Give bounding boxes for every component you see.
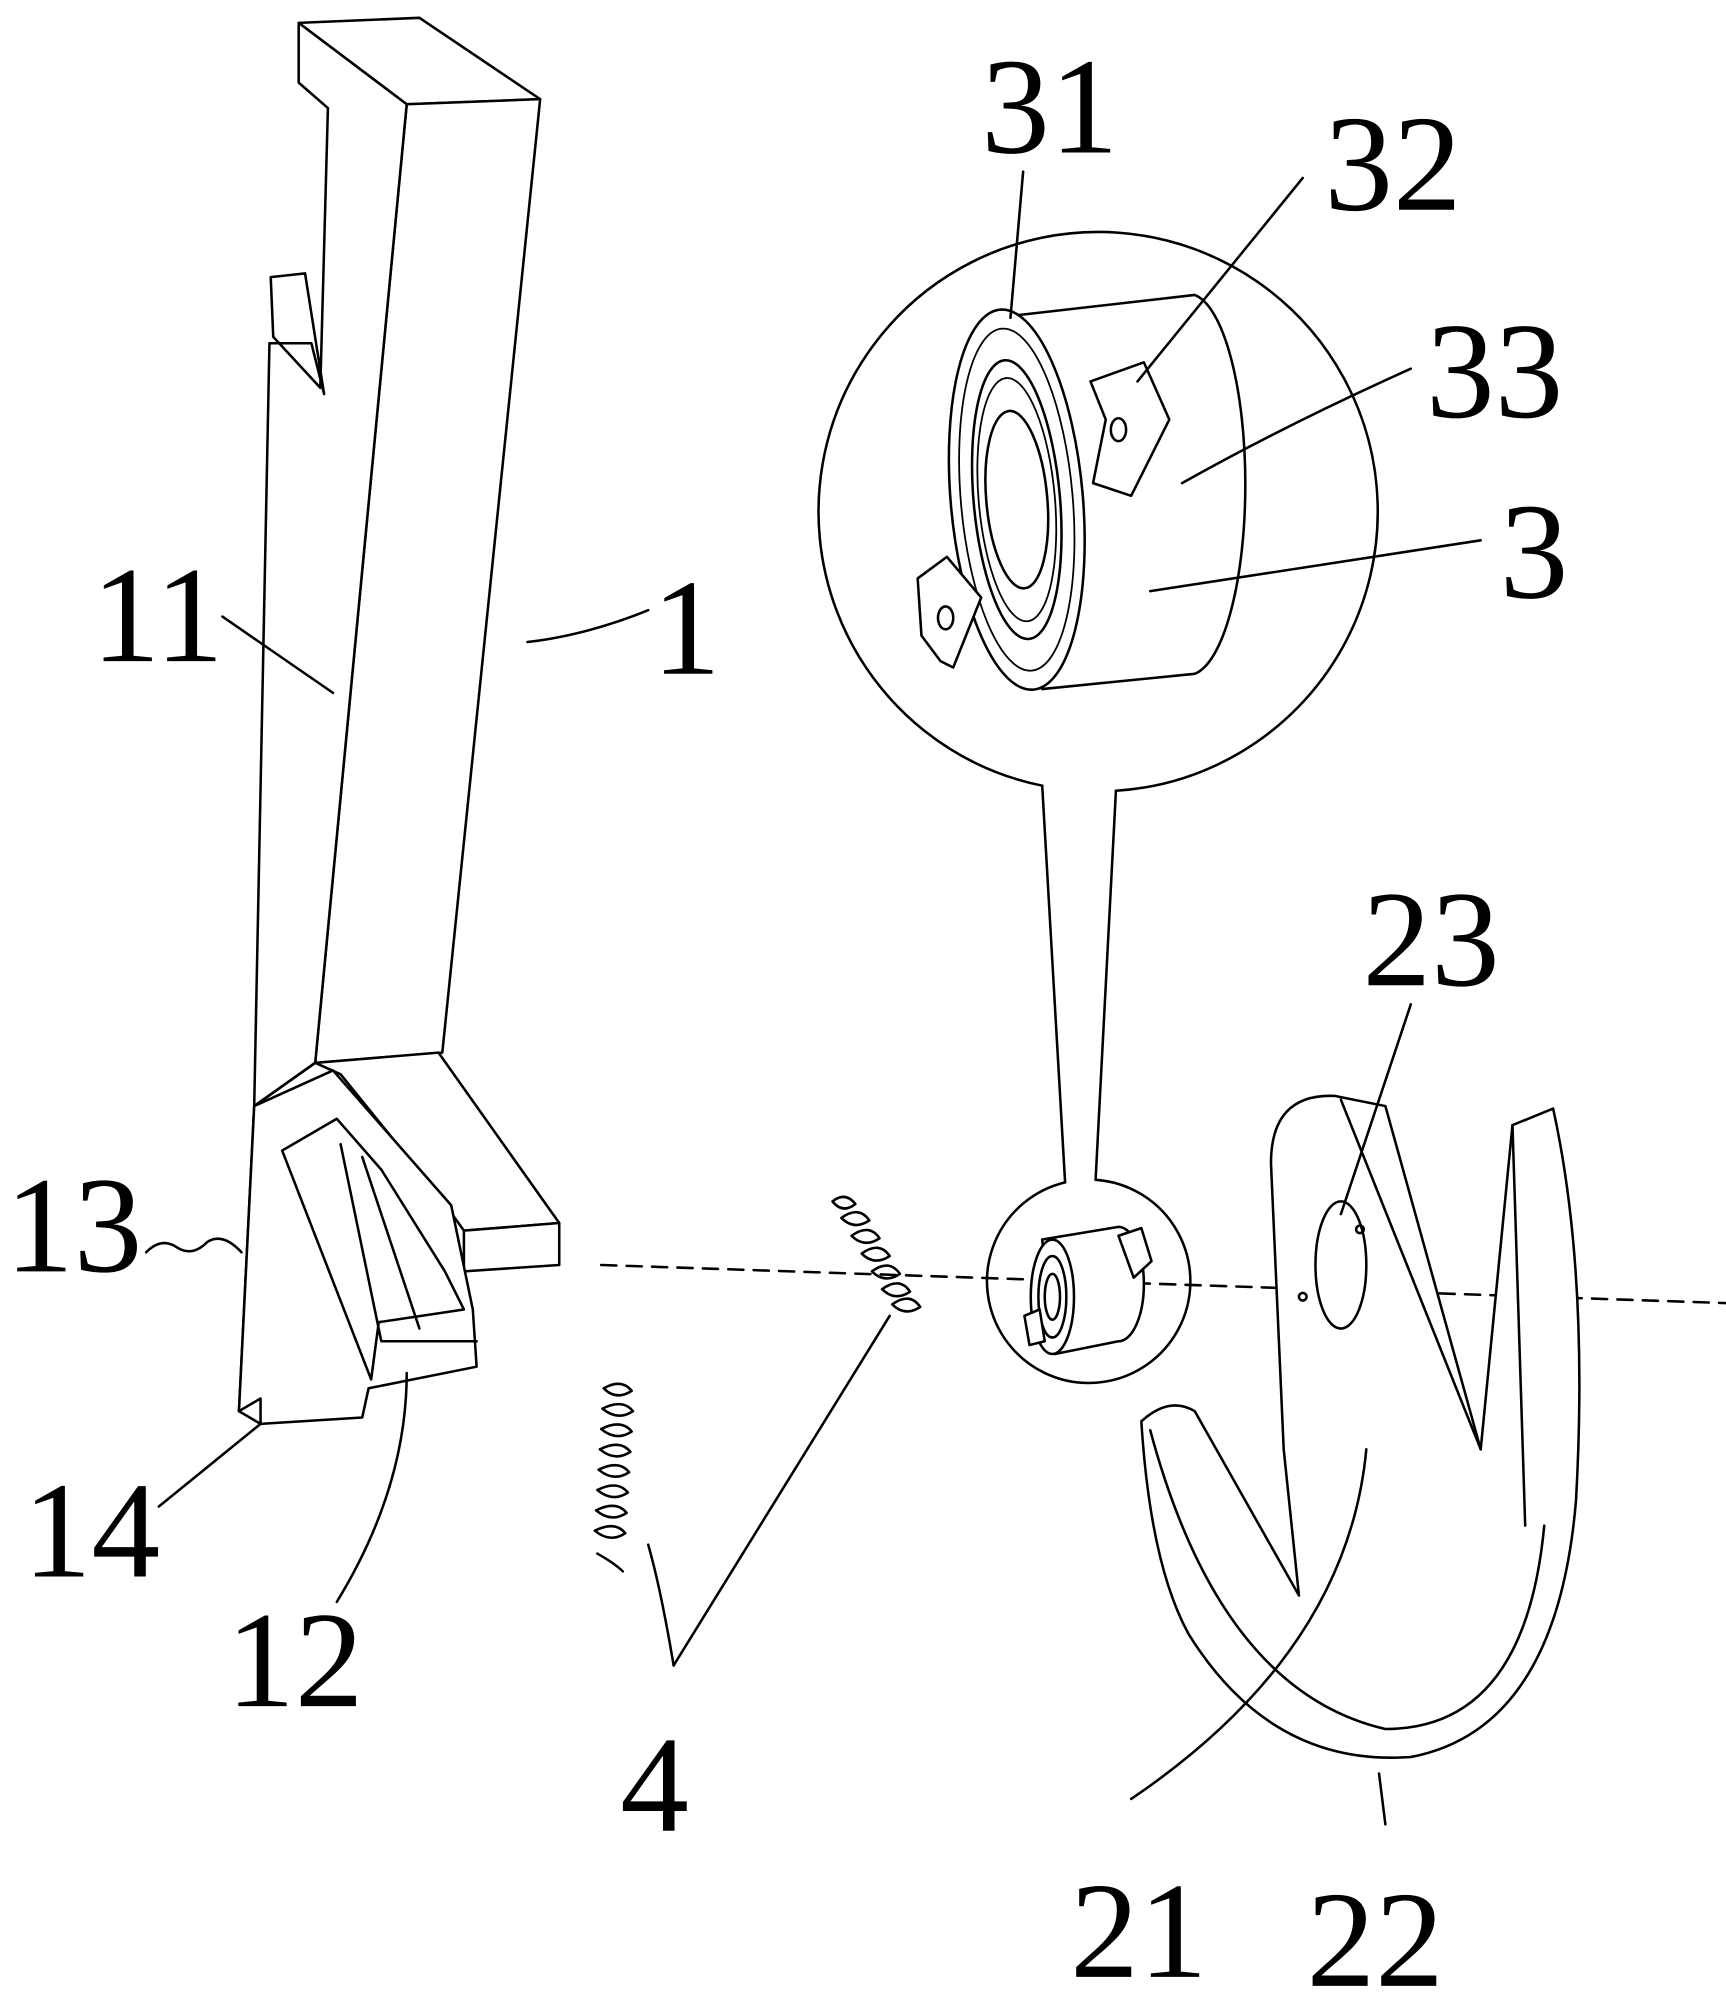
label-22: 22 (1307, 1864, 1444, 1996)
label-1: 1 (652, 552, 721, 704)
part-3-bearing-housing (918, 295, 1246, 695)
part-3-small (1024, 1227, 1151, 1354)
label-12: 12 (226, 1584, 363, 1736)
part-2-disc (1141, 1096, 1579, 1758)
label-4: 4 (620, 1709, 689, 1861)
spring-upper (832, 1197, 920, 1312)
spring-lower (595, 1384, 633, 1572)
label-3: 3 (1500, 476, 1569, 628)
label-23: 23 (1362, 863, 1499, 1015)
label-21: 21 (1070, 1855, 1207, 1996)
label-32: 32 (1324, 88, 1461, 240)
label-13: 13 (5, 1149, 142, 1301)
label-11: 11 (92, 539, 224, 691)
part-12-latch (239, 1053, 559, 1424)
label-14: 14 (23, 1454, 160, 1606)
label-33: 33 (1426, 295, 1563, 447)
label-31: 31 (981, 31, 1118, 183)
